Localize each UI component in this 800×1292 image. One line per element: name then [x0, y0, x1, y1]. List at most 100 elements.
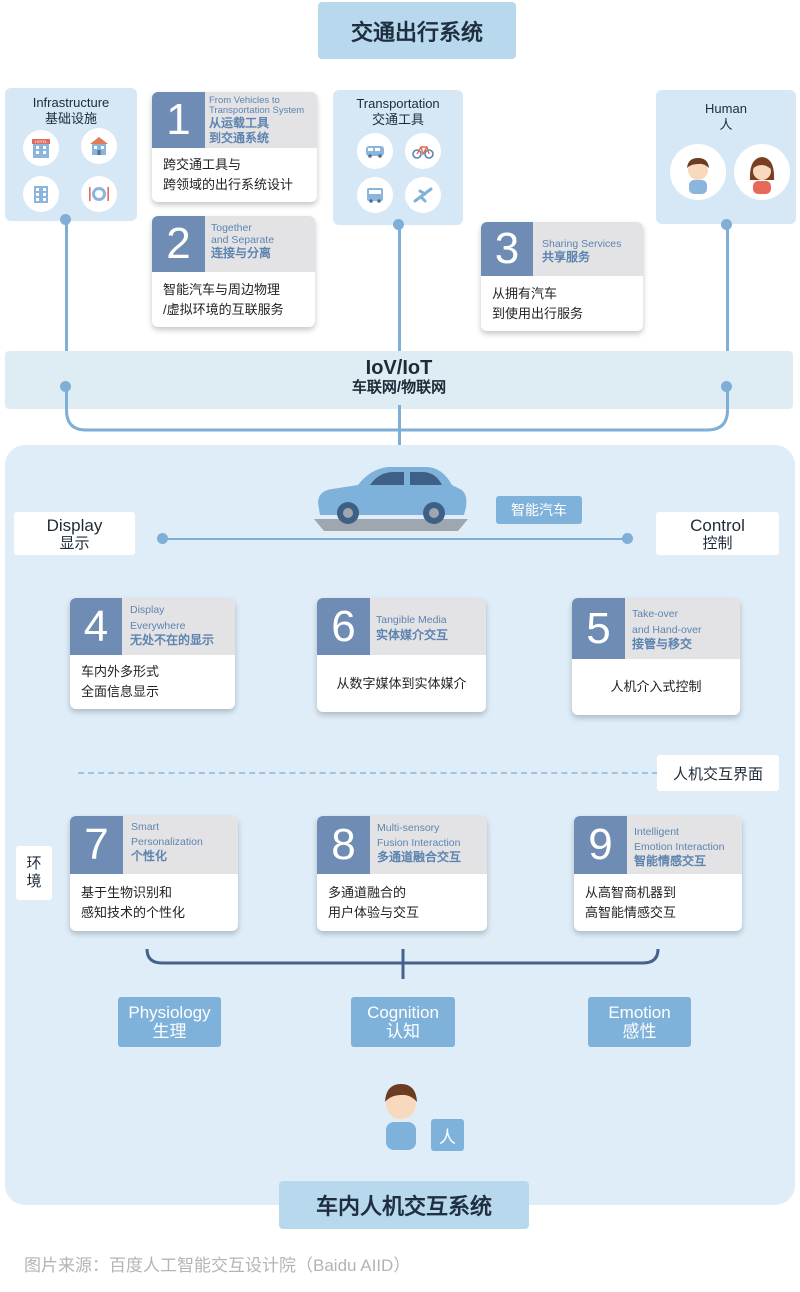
control-box: Control 控制	[656, 512, 779, 555]
human-label-cn: 人	[719, 117, 733, 132]
card-8-desc-1: 多通道融合的	[328, 884, 407, 900]
card-7-desc-1: 基于生物识别和	[81, 884, 173, 900]
iot-label-en: IoV/IoT	[365, 357, 433, 379]
card-5-title-en-2: and Hand-over	[632, 624, 702, 636]
card-5-title-cn: 接管与移交	[632, 637, 693, 651]
human-label-en: Human	[705, 101, 747, 116]
display-control-line	[163, 538, 626, 540]
transportation-label-en: Transportation	[356, 96, 440, 111]
card-6-number: 6	[317, 598, 370, 655]
card-1-title-cn-2: 到交通系统	[209, 131, 270, 145]
card-1-number: 1	[152, 92, 205, 148]
card-9-number: 9	[574, 816, 627, 874]
card-9-intelligent-emotion: 9 Intelligent Emotion Interaction 智能情感交互…	[574, 816, 742, 931]
card-9-desc-1: 从高智商机器到	[585, 884, 677, 900]
iot-bracket	[65, 386, 729, 432]
cognition-label-cn: 认知	[386, 1022, 420, 1041]
smart-car-label: 智能汽车	[496, 496, 582, 524]
card-6-title-en: Tangible Media	[376, 614, 447, 626]
card-8-title-en-2: Fusion Interaction	[377, 837, 461, 849]
control-label-cn: 控制	[702, 534, 733, 552]
bottom-title: 车内人机交互系统	[279, 1181, 529, 1229]
transportation-panel: Transportation 交通工具	[333, 90, 463, 225]
card-3-title-cn: 共享服务	[542, 250, 591, 264]
card-6-title-cn: 实体媒介交互	[376, 628, 449, 642]
card-3-desc-2: 到使用出行服务	[492, 305, 584, 321]
person-label: 人	[431, 1119, 464, 1151]
card-9-title-en-2: Emotion Interaction	[634, 841, 725, 853]
airplane-icon	[405, 177, 441, 213]
bus-icon	[357, 133, 393, 169]
card-4-title-en-2: Everywhere	[130, 620, 186, 632]
card-7-number: 7	[70, 816, 123, 874]
card-6-tangible-media: 6 Tangible Media 实体媒介交互 从数字媒体到实体媒介	[317, 598, 486, 712]
physiology-label-cn: 生理	[152, 1022, 187, 1041]
card-2-desc-2: /虚拟环境的互联服务	[163, 301, 284, 317]
card-1-title-cn-1: 从运载工具	[209, 116, 270, 130]
card-8-multisensory-fusion: 8 Multi-sensory Fusion Interaction 多通道融合…	[317, 816, 487, 931]
card-2-title-en-2: and Separate	[211, 234, 275, 246]
card-4-desc-2: 全面信息显示	[81, 684, 160, 699]
infrastructure-panel: Infrastructure 基础设施 HOTEL	[5, 88, 137, 221]
card-8-title-cn: 多通道融合交互	[377, 850, 462, 864]
hmi-label-text: 人机交互界面	[672, 765, 763, 783]
person-icon	[385, 1084, 417, 1150]
card-7-title-en-2: Personalization	[131, 836, 203, 848]
bicycle-icon	[405, 133, 441, 169]
card-5-takeover-handover: 5 Take-over and Hand-over 接管与移交 人机介入式控制	[572, 598, 740, 715]
source-caption: 图片来源：百度人工智能交互设计院（Baidu AIID）	[24, 1256, 411, 1275]
cognition-label-en: Cognition	[367, 1003, 439, 1022]
card-1-title-en-2: Transportation System	[209, 105, 305, 116]
card-4-title-en-1: Display	[130, 604, 165, 616]
card-1-title-en-1: From Vehicles to	[209, 95, 280, 106]
iot-band: IoV/IoT 车联网/物联网	[5, 351, 793, 409]
infrastructure-label-en: Infrastructure	[32, 95, 110, 110]
building-icon	[81, 128, 117, 164]
card-3-desc-1: 从拥有汽车	[492, 285, 558, 301]
emotion-label-cn: 感性	[622, 1022, 657, 1041]
card-8-number: 8	[317, 816, 370, 874]
card-1-desc-1: 跨交通工具与	[163, 157, 242, 172]
card-5-desc: 人机介入式控制	[610, 679, 702, 694]
card-5-title-en-1: Take-over	[632, 608, 679, 620]
infrastructure-label-cn: 基础设施	[44, 111, 97, 126]
display-label-cn: 显示	[59, 534, 90, 552]
card-6-desc: 从数字媒体到实体媒介	[336, 675, 467, 691]
display-box: Display 显示	[14, 512, 135, 555]
card-2-together-separate: 2 Together and Separate 连接与分离 智能汽车与周边物理 …	[152, 216, 315, 327]
hotel-sign-text: HOTEL	[35, 140, 47, 144]
car-icon	[314, 467, 468, 531]
card-1-vehicles-to-system: 1 From Vehicles to Transportation System…	[152, 92, 317, 202]
cards-bracket	[145, 948, 660, 979]
card-2-title-cn: 连接与分离	[211, 246, 272, 260]
card-3-number: 3	[481, 222, 533, 276]
hmi-divider	[78, 772, 658, 774]
emotion-pill: Emotion 感性	[588, 997, 691, 1047]
card-9-title-cn: 智能情感交互	[634, 854, 707, 868]
card-7-smart-personalization: 7 Smart Personalization 个性化 基于生物识别和 感知技术…	[70, 816, 238, 931]
physiology-label-en: Physiology	[128, 1003, 211, 1022]
physiology-pill: Physiology 生理	[118, 997, 221, 1047]
card-3-sharing-services: 3 Sharing Services 共享服务 从拥有汽车 到使用出行服务	[481, 222, 643, 331]
control-label-en: Control	[690, 515, 745, 535]
card-4-title-cn: 无处不在的显示	[130, 633, 215, 647]
office-icon	[23, 176, 59, 212]
card-7-desc-2: 感知技术的个性化	[81, 904, 186, 920]
card-2-desc-1: 智能汽车与周边物理	[163, 281, 281, 297]
cognition-pill: Cognition 认知	[351, 997, 455, 1047]
transportation-label-cn: 交通工具	[371, 112, 424, 127]
hmi-label: 人机交互界面	[657, 755, 779, 791]
environment-label: 环境	[16, 846, 52, 900]
man-avatar-icon	[670, 144, 726, 200]
card-9-desc-2: 高智能情感交互	[585, 904, 677, 920]
card-8-desc-2: 用户体验与交互	[328, 904, 420, 920]
card-2-number: 2	[152, 216, 205, 272]
hotel-icon: HOTEL	[23, 130, 59, 166]
card-8-title-en-1: Multi-sensory	[377, 822, 440, 834]
display-label-en: Display	[46, 515, 103, 535]
card-4-desc-1: 车内外多形式	[81, 664, 160, 679]
card-7-title-cn: 个性化	[131, 849, 168, 863]
card-7-title-en-1: Smart	[131, 821, 160, 833]
card-2-title-en-1: Together	[211, 222, 252, 234]
card-3-title-en: Sharing Services	[542, 238, 622, 250]
